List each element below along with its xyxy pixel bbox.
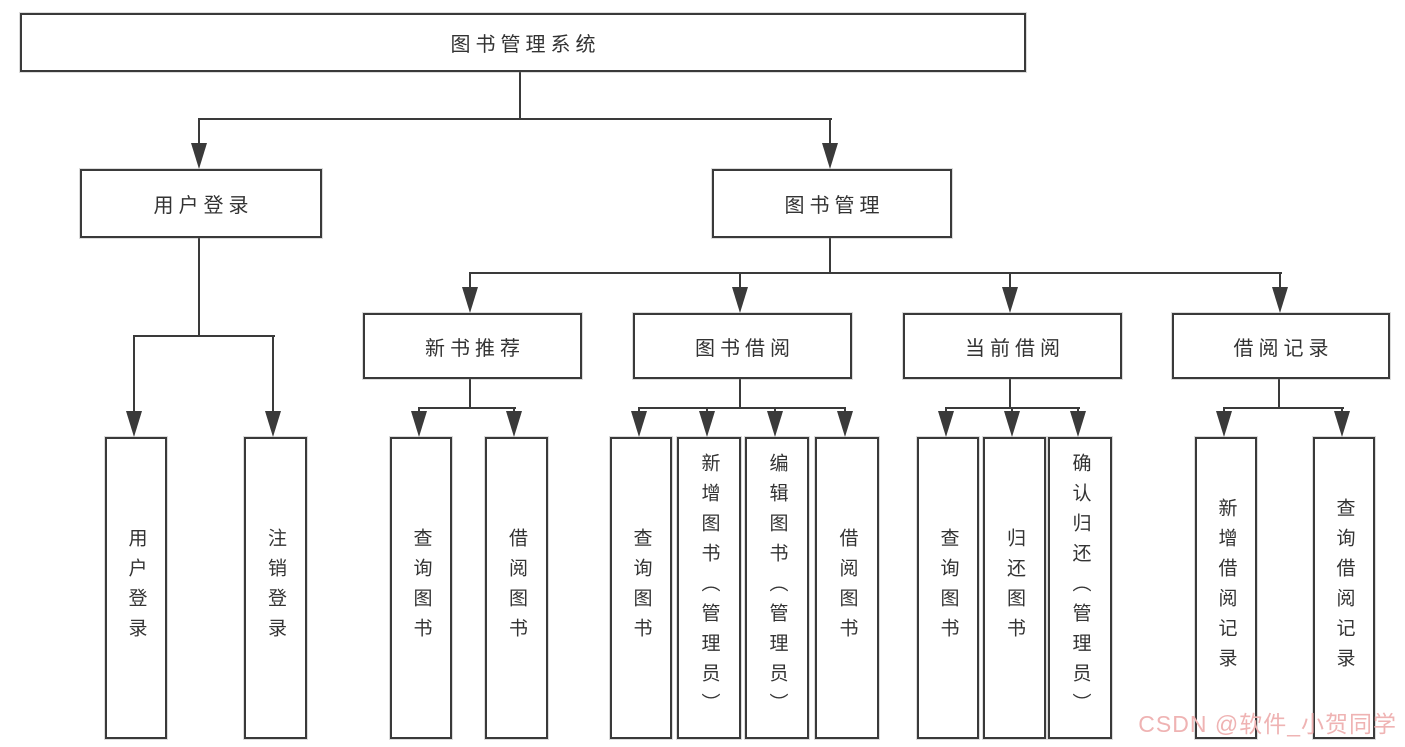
node-label: 新书推荐: [425, 337, 525, 360]
connector-stem: [1278, 375, 1280, 409]
connector-bus: [469, 272, 1282, 274]
csdn-watermark: CSDN @软件_小贺同学: [1138, 711, 1397, 737]
arrowhead-down-icon: [938, 411, 954, 437]
connector-bus: [198, 118, 832, 120]
arrowhead-down-icon: [732, 287, 748, 313]
connector-stem: [829, 234, 831, 274]
arrowhead-down-icon: [1004, 411, 1020, 437]
node-label: 图书借阅: [695, 337, 795, 360]
arrowhead-down-icon: [822, 143, 838, 169]
arrowhead-down-icon: [191, 143, 207, 169]
node-user-login-branch: 用户登录: [80, 169, 322, 238]
node-label: 图书管理系统: [450, 34, 601, 56]
node-borrow-books-recommend: 借阅图书: [485, 437, 548, 739]
node-label: 用户登录: [153, 195, 254, 217]
node-book-management: 图书管理: [712, 169, 952, 238]
node-new-book-recommendation: 新书推荐: [363, 313, 582, 379]
connector-stem: [198, 234, 200, 337]
node-return-books: 归还图书: [983, 437, 1046, 739]
arrowhead-down-icon: [411, 411, 427, 437]
connector-drop: [198, 120, 200, 165]
node-label: 当前借阅: [965, 337, 1065, 360]
node-label: 借阅记录: [1233, 337, 1334, 360]
arrowhead-down-icon: [126, 411, 142, 437]
arrowhead-down-icon: [265, 411, 281, 437]
arrowhead-down-icon: [1070, 411, 1086, 437]
arrowhead-down-icon: [506, 411, 522, 437]
connector-drop: [133, 337, 135, 433]
connector-stem: [1009, 375, 1011, 409]
connector-drop: [829, 120, 831, 165]
node-label: 确认归还（管理员）: [1069, 453, 1091, 723]
arrowhead-down-icon: [837, 411, 853, 437]
node-user-login: 用户登录: [105, 437, 167, 739]
node-add-book-admin: 新增图书（管理员）: [677, 437, 741, 739]
node-query-books-borrowing: 查询图书: [610, 437, 672, 739]
node-label: 图书管理: [784, 195, 885, 217]
node-label: 查询图书: [630, 528, 652, 648]
node-label: 查询图书: [410, 528, 432, 648]
connector-drop: [272, 337, 274, 433]
connector-stem: [739, 375, 741, 409]
node-label: 新增借阅记录: [1215, 498, 1237, 678]
node-query-borrow-record: 查询借阅记录: [1313, 437, 1375, 739]
node-confirm-return-admin: 确认归还（管理员）: [1048, 437, 1112, 739]
node-book-borrowing: 图书借阅: [633, 313, 852, 379]
arrowhead-down-icon: [462, 287, 478, 313]
node-query-books-recommend: 查询图书: [390, 437, 452, 739]
node-label: 新增图书（管理员）: [698, 453, 720, 723]
node-borrowing-records: 借阅记录: [1172, 313, 1390, 379]
node-label: 用户登录: [125, 528, 147, 648]
arrowhead-down-icon: [1216, 411, 1232, 437]
node-logout: 注销登录: [244, 437, 307, 739]
arrowhead-down-icon: [767, 411, 783, 437]
node-label: 编辑图书（管理员）: [766, 453, 788, 723]
node-edit-book-admin: 编辑图书（管理员）: [745, 437, 809, 739]
arrowhead-down-icon: [1334, 411, 1350, 437]
node-label: 查询借阅记录: [1333, 498, 1355, 678]
arrowhead-down-icon: [1002, 287, 1018, 313]
node-label: 归还图书: [1004, 528, 1025, 648]
arrowhead-down-icon: [699, 411, 715, 437]
connector-bus: [1223, 407, 1344, 409]
connector-bus: [133, 335, 275, 337]
node-query-books-current: 查询图书: [917, 437, 979, 739]
node-current-borrowing: 当前借阅: [903, 313, 1122, 379]
connector-bus: [945, 407, 1080, 409]
node-borrow-books: 借阅图书: [815, 437, 879, 739]
node-add-borrow-record: 新增借阅记录: [1195, 437, 1257, 739]
node-library-management-system: 图书管理系统: [20, 13, 1026, 72]
node-label: 注销登录: [265, 528, 286, 648]
arrowhead-down-icon: [631, 411, 647, 437]
node-label: 借阅图书: [836, 528, 858, 648]
connector-bus: [638, 407, 846, 409]
node-label: 借阅图书: [506, 528, 527, 648]
node-label: 查询图书: [937, 528, 959, 648]
arrowhead-down-icon: [1272, 287, 1288, 313]
connector-stem: [519, 68, 521, 120]
connector-bus: [418, 407, 516, 409]
connector-stem: [469, 375, 471, 409]
